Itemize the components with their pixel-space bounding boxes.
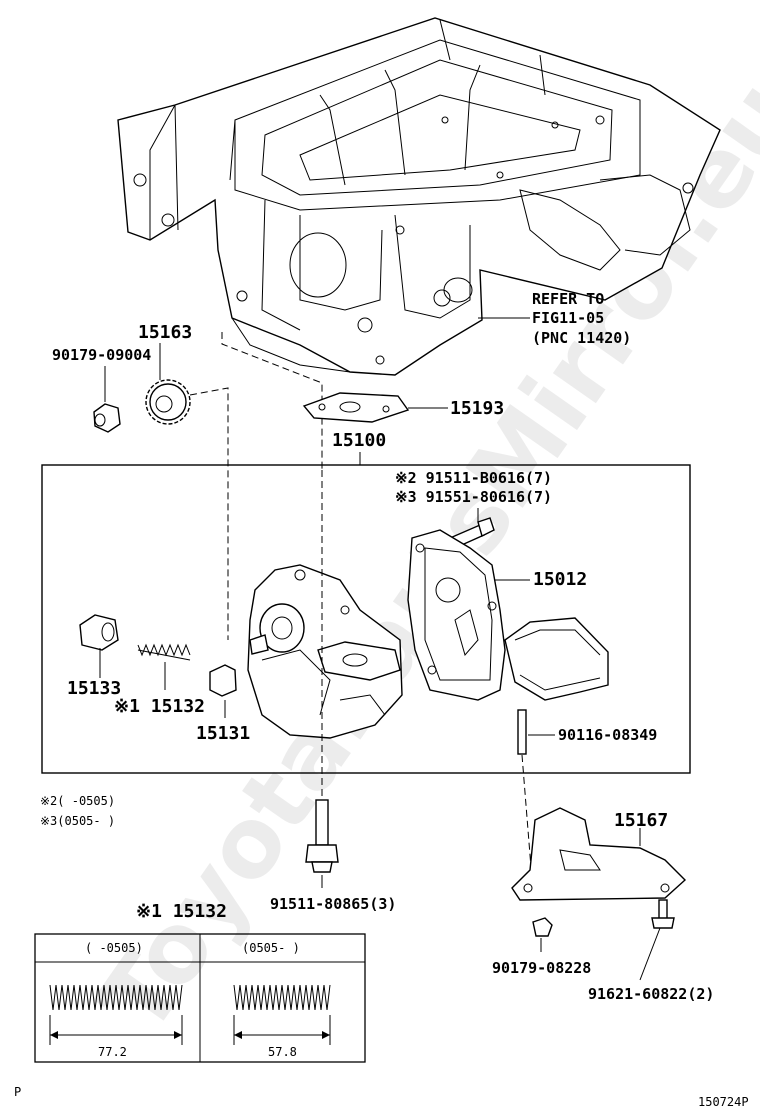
label-91511-B0616: ※2 91511-B0616(7) <box>395 469 552 487</box>
label-90179-08228: 90179-08228 <box>492 959 591 977</box>
spring-15132 <box>137 643 191 661</box>
spring-table <box>34 933 366 1063</box>
label-15133: 15133 <box>67 678 121 699</box>
label-15132: ※1 15132 <box>114 696 205 717</box>
refer-to-line1: REFER TO <box>532 290 604 308</box>
stud-90116-08349 <box>517 709 527 755</box>
bracket-15167 <box>511 807 687 901</box>
plug-15133 <box>79 614 119 651</box>
spring-long-series <box>233 984 331 1045</box>
bolt-91511-80865 <box>305 799 339 873</box>
relief-valve-15131 <box>209 664 237 697</box>
spring-short-series <box>49 984 183 1045</box>
label-91621-60822: 91621-60822(2) <box>588 985 714 1003</box>
label-15167: 15167 <box>614 810 668 831</box>
label-15012: 15012 <box>533 569 587 590</box>
nut-90179-09004 <box>93 403 121 433</box>
spring-col2-header: (0505- ) <box>242 941 300 955</box>
refer-to-line3: (PNC 11420) <box>532 329 631 347</box>
label-90179-09004: 90179-09004 <box>52 346 151 364</box>
footer-left: P <box>14 1085 21 1099</box>
assembly-box <box>41 464 691 774</box>
footer-right: 150724P <box>698 1095 749 1109</box>
oil-pump-body <box>247 564 403 739</box>
label-91551-80616: ※3 91551-80616(7) <box>395 488 552 506</box>
label-90116-08349: 90116-08349 <box>558 726 657 744</box>
oil-pan-illustration <box>117 17 721 376</box>
label-15131: 15131 <box>196 723 250 744</box>
nut-90179-08228 <box>532 917 553 937</box>
refer-to-line2: FIG11-05 <box>532 309 604 327</box>
label-15193: 15193 <box>450 398 504 419</box>
spring-table-title: ※1 15132 <box>136 901 227 922</box>
oil-strainer <box>504 617 609 701</box>
sprocket-15163 <box>145 379 191 425</box>
spring-col2-length: 57.8 <box>268 1045 297 1059</box>
note-2: ※2( -0505) <box>40 794 115 808</box>
label-15163: 15163 <box>138 322 192 343</box>
spring-col1-header: ( -0505) <box>85 941 143 955</box>
spring-col1-length: 77.2 <box>98 1045 127 1059</box>
label-91511-80865: 91511-80865(3) <box>270 895 396 913</box>
gasket-15193 <box>302 392 410 423</box>
label-15100: 15100 <box>332 430 386 451</box>
bolt-91621-60822 <box>651 899 675 929</box>
pump-cover-15012 <box>407 529 506 701</box>
note-3: ※3(0505- ) <box>40 814 115 828</box>
